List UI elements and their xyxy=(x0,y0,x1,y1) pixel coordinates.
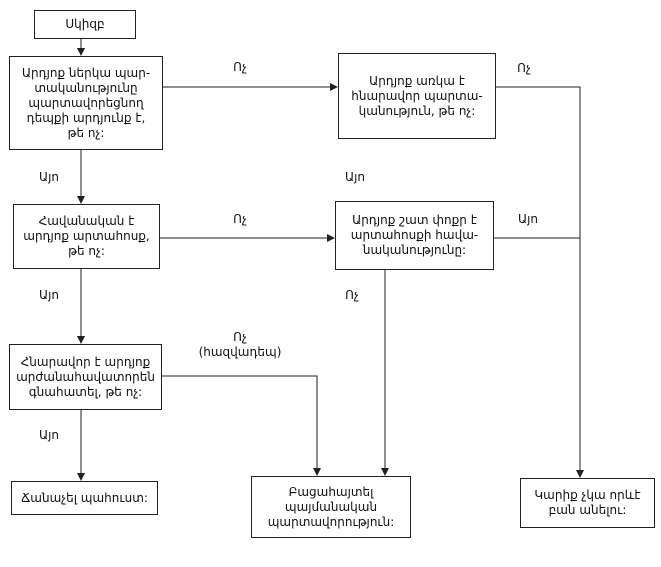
label-yes-q4: Այո xyxy=(517,212,539,226)
label-yes-q1: Այո xyxy=(38,170,60,184)
node-question-reliable-estimate: Հնարավոր է արդյոք արժանահավատորեն գնահատ… xyxy=(9,344,162,410)
label-yes-q3: Այո xyxy=(38,288,60,302)
label-no-rare-q5: Ոչ (հազվադեպ) xyxy=(198,330,282,359)
edge-q5-end-disclose xyxy=(162,375,321,476)
node-question-outflow-remote: Արդյոք շատ փոքր է արտահոսքի հավա- նականո… xyxy=(335,201,494,270)
node-disclose-contingent-liability: Բացահայտել պայմանական պարտավորություն: xyxy=(251,476,411,538)
label-no-q1: Ոչ xyxy=(233,60,247,74)
label-yes-q2: Այո xyxy=(344,170,366,184)
node-question-present-obligation: Արդյոք ներկա պար- տականությունը պարտավոր… xyxy=(9,56,163,150)
label-no-q4: Ոչ xyxy=(345,288,359,302)
label-no-q3: Ոչ xyxy=(233,212,247,226)
node-recognize-provision: Ճանաչել պահուստ: xyxy=(11,481,158,515)
node-question-possible-obligation: Արդյոք առկա է հնարավոր պարտա- կանություն… xyxy=(338,53,496,139)
node-start: Սկիզբ xyxy=(34,10,136,39)
edge-q2-end-none xyxy=(496,86,584,478)
label-no-q2: Ոչ xyxy=(517,61,531,75)
label-yes-q5: Այո xyxy=(38,428,60,442)
node-question-outflow-probable: Հավանական է արդյոք արտահոսք, թե ոչ: xyxy=(13,204,160,269)
node-do-nothing: Կարիք չկա որևէ բան անելու: xyxy=(520,478,655,528)
